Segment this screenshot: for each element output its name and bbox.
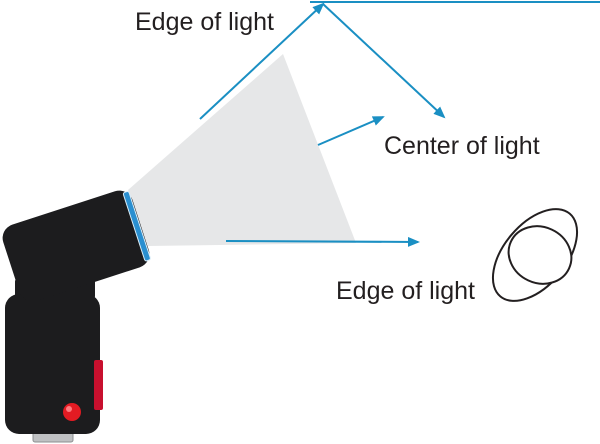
flash-body <box>5 294 100 434</box>
edge-top-arrow <box>199 2 325 120</box>
reflection-arrow <box>322 3 446 119</box>
edge-top-label: Edge of light <box>135 8 274 36</box>
center-arrow <box>317 116 385 146</box>
light-cone <box>128 54 356 246</box>
flash-window <box>122 191 151 262</box>
edge-bottom-arrow <box>225 236 420 247</box>
flash-side-strip <box>94 360 103 410</box>
flash-unit-icon <box>2 190 151 443</box>
edge-bottom-label: Edge of light <box>336 277 475 305</box>
subject-head-icon <box>491 208 579 302</box>
flash-button <box>63 403 81 421</box>
center-label: Center of light <box>384 132 540 160</box>
flash-head <box>2 190 150 302</box>
